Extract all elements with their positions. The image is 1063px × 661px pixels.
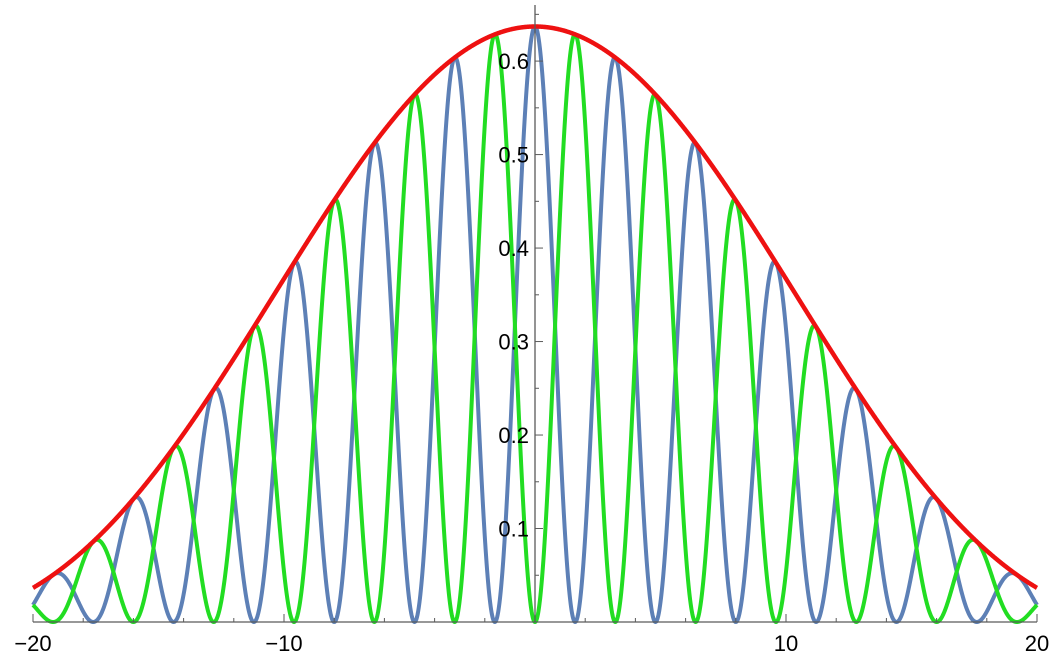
y-tick-label: 0.2 [498,423,529,448]
y-tick-label: 0.6 [498,49,529,74]
y-tick-label: 0.1 [498,517,529,542]
y-tick-label: 0.4 [498,236,529,261]
y-tick-label: 0.5 [498,143,529,168]
y-tick-label: 0.3 [498,330,529,355]
axes-layer [33,5,1037,623]
ticks-layer: −20 −10 10 20 0.1 0.2 0.3 0.4 0.5 0.6 [14,13,1049,656]
x-tick-label: 10 [774,631,798,656]
x-tick-label: −10 [265,631,302,656]
x-tick-label: 20 [1025,631,1049,656]
x-tick-label: −20 [14,631,51,656]
